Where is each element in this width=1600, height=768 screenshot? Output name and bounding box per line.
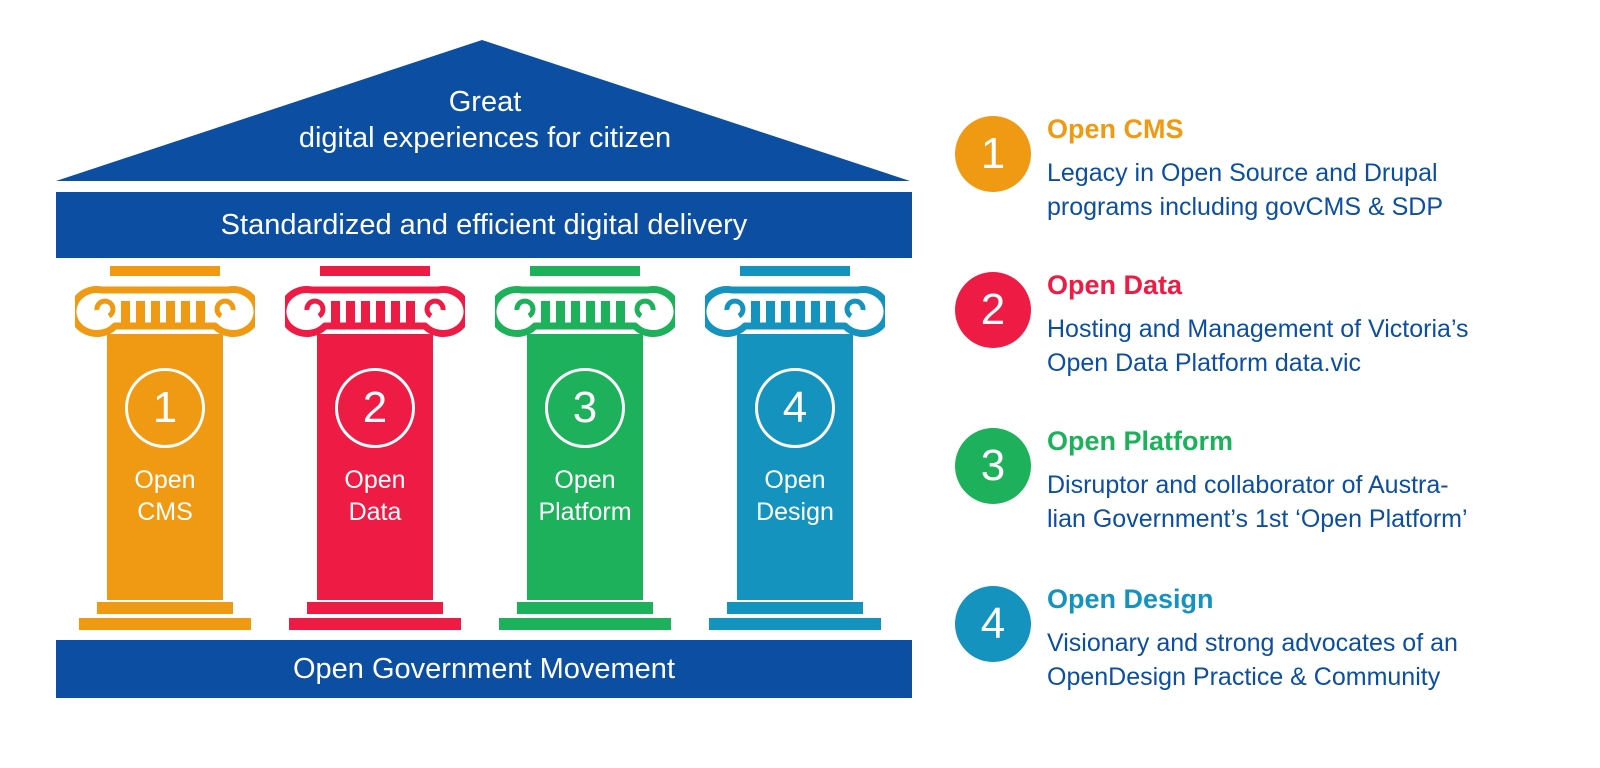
pillar-capital-dentil <box>766 301 775 323</box>
legend-number-badge: 2 <box>955 272 1031 348</box>
legend-description: Disruptor and collaborator of Austra- li… <box>1047 468 1468 536</box>
pillar-capital-dentil <box>181 301 190 323</box>
pillar-capital-dentil <box>136 301 145 323</box>
legend-number-badge: 1 <box>955 116 1031 192</box>
pillar-base-upper <box>97 602 233 614</box>
roof-title-line1: Great <box>448 86 522 118</box>
legend-number-badge: 4 <box>955 586 1031 662</box>
pillar-capital-scroll <box>285 286 465 337</box>
legend-number-badge: 3 <box>955 428 1031 504</box>
pillar-base-lower <box>499 618 671 630</box>
pillar-capital-dentil <box>796 301 805 323</box>
legend-title: Open CMS <box>1047 114 1184 144</box>
pillar-capital-dentil <box>406 301 415 323</box>
pillar-column-shape <box>705 266 885 630</box>
pillar-label-line2: Data <box>348 498 402 526</box>
pillar-capital-dentil <box>586 301 595 323</box>
legend-title: Open Design <box>1047 584 1214 614</box>
pillar-capital-dentil <box>151 301 160 323</box>
pillar-volute-right <box>634 298 656 319</box>
pillar-label-line2: Design <box>756 498 834 526</box>
pillar-label-line1: Open <box>134 466 196 494</box>
pillar-base-upper <box>307 602 443 614</box>
pillar-volute-right <box>424 298 446 319</box>
pillar-column-shape <box>285 266 465 630</box>
pillar-capital-dentil <box>811 301 820 323</box>
pillar-capital-dentil <box>121 301 130 323</box>
roof-title-line2: digital experiences for citizen <box>298 122 672 154</box>
pillar-capital-dentil <box>376 301 385 323</box>
pillar-base-lower <box>709 618 881 630</box>
pillar-capital-dentil <box>826 301 835 323</box>
pillar-volute-left <box>304 298 326 319</box>
legend-item-open-data: 2 Open Data Hosting and Management of Vi… <box>955 270 1595 382</box>
pillar-capital-dentil <box>601 301 610 323</box>
pillar-capital-dentil <box>331 301 340 323</box>
pillar-number-badge: 3 <box>545 368 625 448</box>
pillar-cap-bar <box>740 266 850 276</box>
legend-description-line1: Disruptor and collaborator of Austra- <box>1047 471 1449 499</box>
pillar-capital-dentil <box>751 301 760 323</box>
pillar-cap-bar <box>530 266 640 276</box>
legend-title: Open Data <box>1047 270 1183 300</box>
pillar-label-line1: Open <box>344 466 406 494</box>
pillar-base-lower <box>289 618 461 630</box>
pillar-label-line1: Open <box>554 466 616 494</box>
legend-description-line1: Legacy in Open Source and Drupal <box>1047 159 1438 187</box>
pillar-column-shape <box>495 266 675 630</box>
pillar-base-lower <box>79 618 251 630</box>
pillar-capital-dentil <box>556 301 565 323</box>
pillar-open-data: 2 Open Data <box>285 266 465 636</box>
pillar-number-badge: 1 <box>125 368 205 448</box>
pillar-cap-bar <box>110 266 220 276</box>
pillar-volute-right <box>844 298 866 319</box>
legend-item-open-cms: 1 Open CMS Legacy in Open Source and Dru… <box>955 114 1595 226</box>
pillar-capital-dentil <box>346 301 355 323</box>
legend-description-line1: Visionary and strong advocates of an <box>1047 629 1458 657</box>
pillar-capital-dentil <box>541 301 550 323</box>
pillar-capital-scroll <box>75 286 255 337</box>
pillar-volute-left <box>514 298 536 319</box>
pillar-capital-scroll <box>705 286 885 337</box>
legend-description-line2: lian Government’s 1st ‘Open Platform’ <box>1047 505 1468 533</box>
pillar-label-line1: Open <box>764 466 826 494</box>
legend-description: Hosting and Management of Victoria’s Ope… <box>1047 312 1469 380</box>
pillar-volute-left <box>94 298 116 319</box>
pillar-capital-dentil <box>391 301 400 323</box>
pillar-capital-dentil <box>616 301 625 323</box>
legend-description-line2: OpenDesign Practice & Community <box>1047 663 1441 691</box>
legend-description-line2: Open Data Platform data.vic <box>1047 349 1362 377</box>
foundation-band: Open Government Movement <box>56 640 912 698</box>
legend-description: Visionary and strong advocates of an Ope… <box>1047 626 1458 694</box>
legend-description-line2: programs including govCMS & SDP <box>1047 193 1443 221</box>
pillar-cap-bar <box>320 266 430 276</box>
pillar-open-cms: 1 Open CMS <box>75 266 255 636</box>
foundation-label: Open Government Movement <box>292 652 675 685</box>
entablature-band: Standardized and efficient digital deliv… <box>56 192 912 258</box>
pillar-number-badge: 4 <box>755 368 835 448</box>
pillar-column-shape <box>75 266 255 630</box>
pillar-capital-dentil <box>196 301 205 323</box>
legend-description-line1: Hosting and Management of Victoria’s <box>1047 315 1469 343</box>
roof-triangle <box>56 40 910 181</box>
legend-description: Legacy in Open Source and Drupal program… <box>1047 156 1443 224</box>
pillar-open-platform: 3 Open Platform <box>495 266 675 636</box>
pillar-label-line2: Platform <box>538 498 632 526</box>
legend-title: Open Platform <box>1047 426 1234 456</box>
legend-item-open-design: 4 Open Design Visionary and strong advoc… <box>955 584 1595 696</box>
pillar-capital-scroll <box>495 286 675 337</box>
pillar-volute-right <box>214 298 236 319</box>
pillar-number-badge: 2 <box>335 368 415 448</box>
entablature-label: Standardized and efficient digital deliv… <box>220 208 748 241</box>
pillar-capital-dentil <box>361 301 370 323</box>
pillar-base-upper <box>727 602 863 614</box>
pillar-capital-dentil <box>166 301 175 323</box>
pillar-base-upper <box>517 602 653 614</box>
pillar-volute-left <box>724 298 746 319</box>
pillar-open-design: 4 Open Design <box>705 266 885 636</box>
legend-item-open-platform: 3 Open Platform Disruptor and collaborat… <box>955 426 1595 538</box>
pillar-capital-dentil <box>781 301 790 323</box>
pillar-capital-dentil <box>571 301 580 323</box>
pillar-label-line2: CMS <box>137 498 193 526</box>
